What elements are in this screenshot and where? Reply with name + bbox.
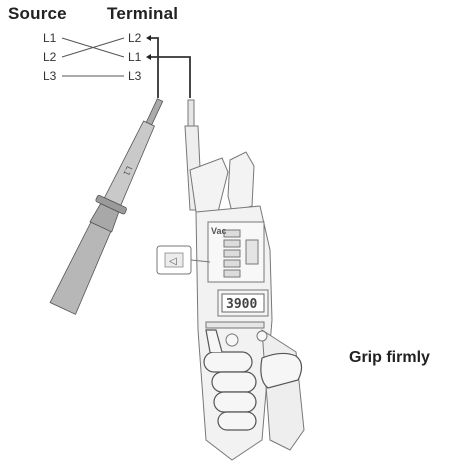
terminal-l3-label: L3	[128, 69, 142, 83]
terminal-arrows	[146, 35, 151, 60]
terminal-heading: Terminal	[107, 4, 179, 23]
wiring-lines	[61, 37, 125, 77]
indicator-callout: ◁	[156, 245, 211, 275]
source-l2-label: L2	[43, 50, 57, 64]
source-heading: Source	[8, 4, 67, 23]
hand	[203, 329, 303, 431]
range-label: Vac	[211, 226, 227, 236]
probe-leads	[151, 37, 191, 98]
indicator-symbol: ◁	[169, 256, 177, 267]
terminal-l1-label: L1	[128, 50, 142, 64]
source-l3-label: L3	[43, 69, 57, 83]
grip-firmly-caption: Grip firmly	[349, 349, 430, 366]
left-probe: L1	[49, 98, 164, 315]
terminal-l2-label: L2	[128, 31, 142, 45]
display-reading: 3900	[226, 297, 257, 312]
source-l1-label: L1	[43, 31, 57, 45]
left-probe-label: L1	[121, 164, 133, 177]
